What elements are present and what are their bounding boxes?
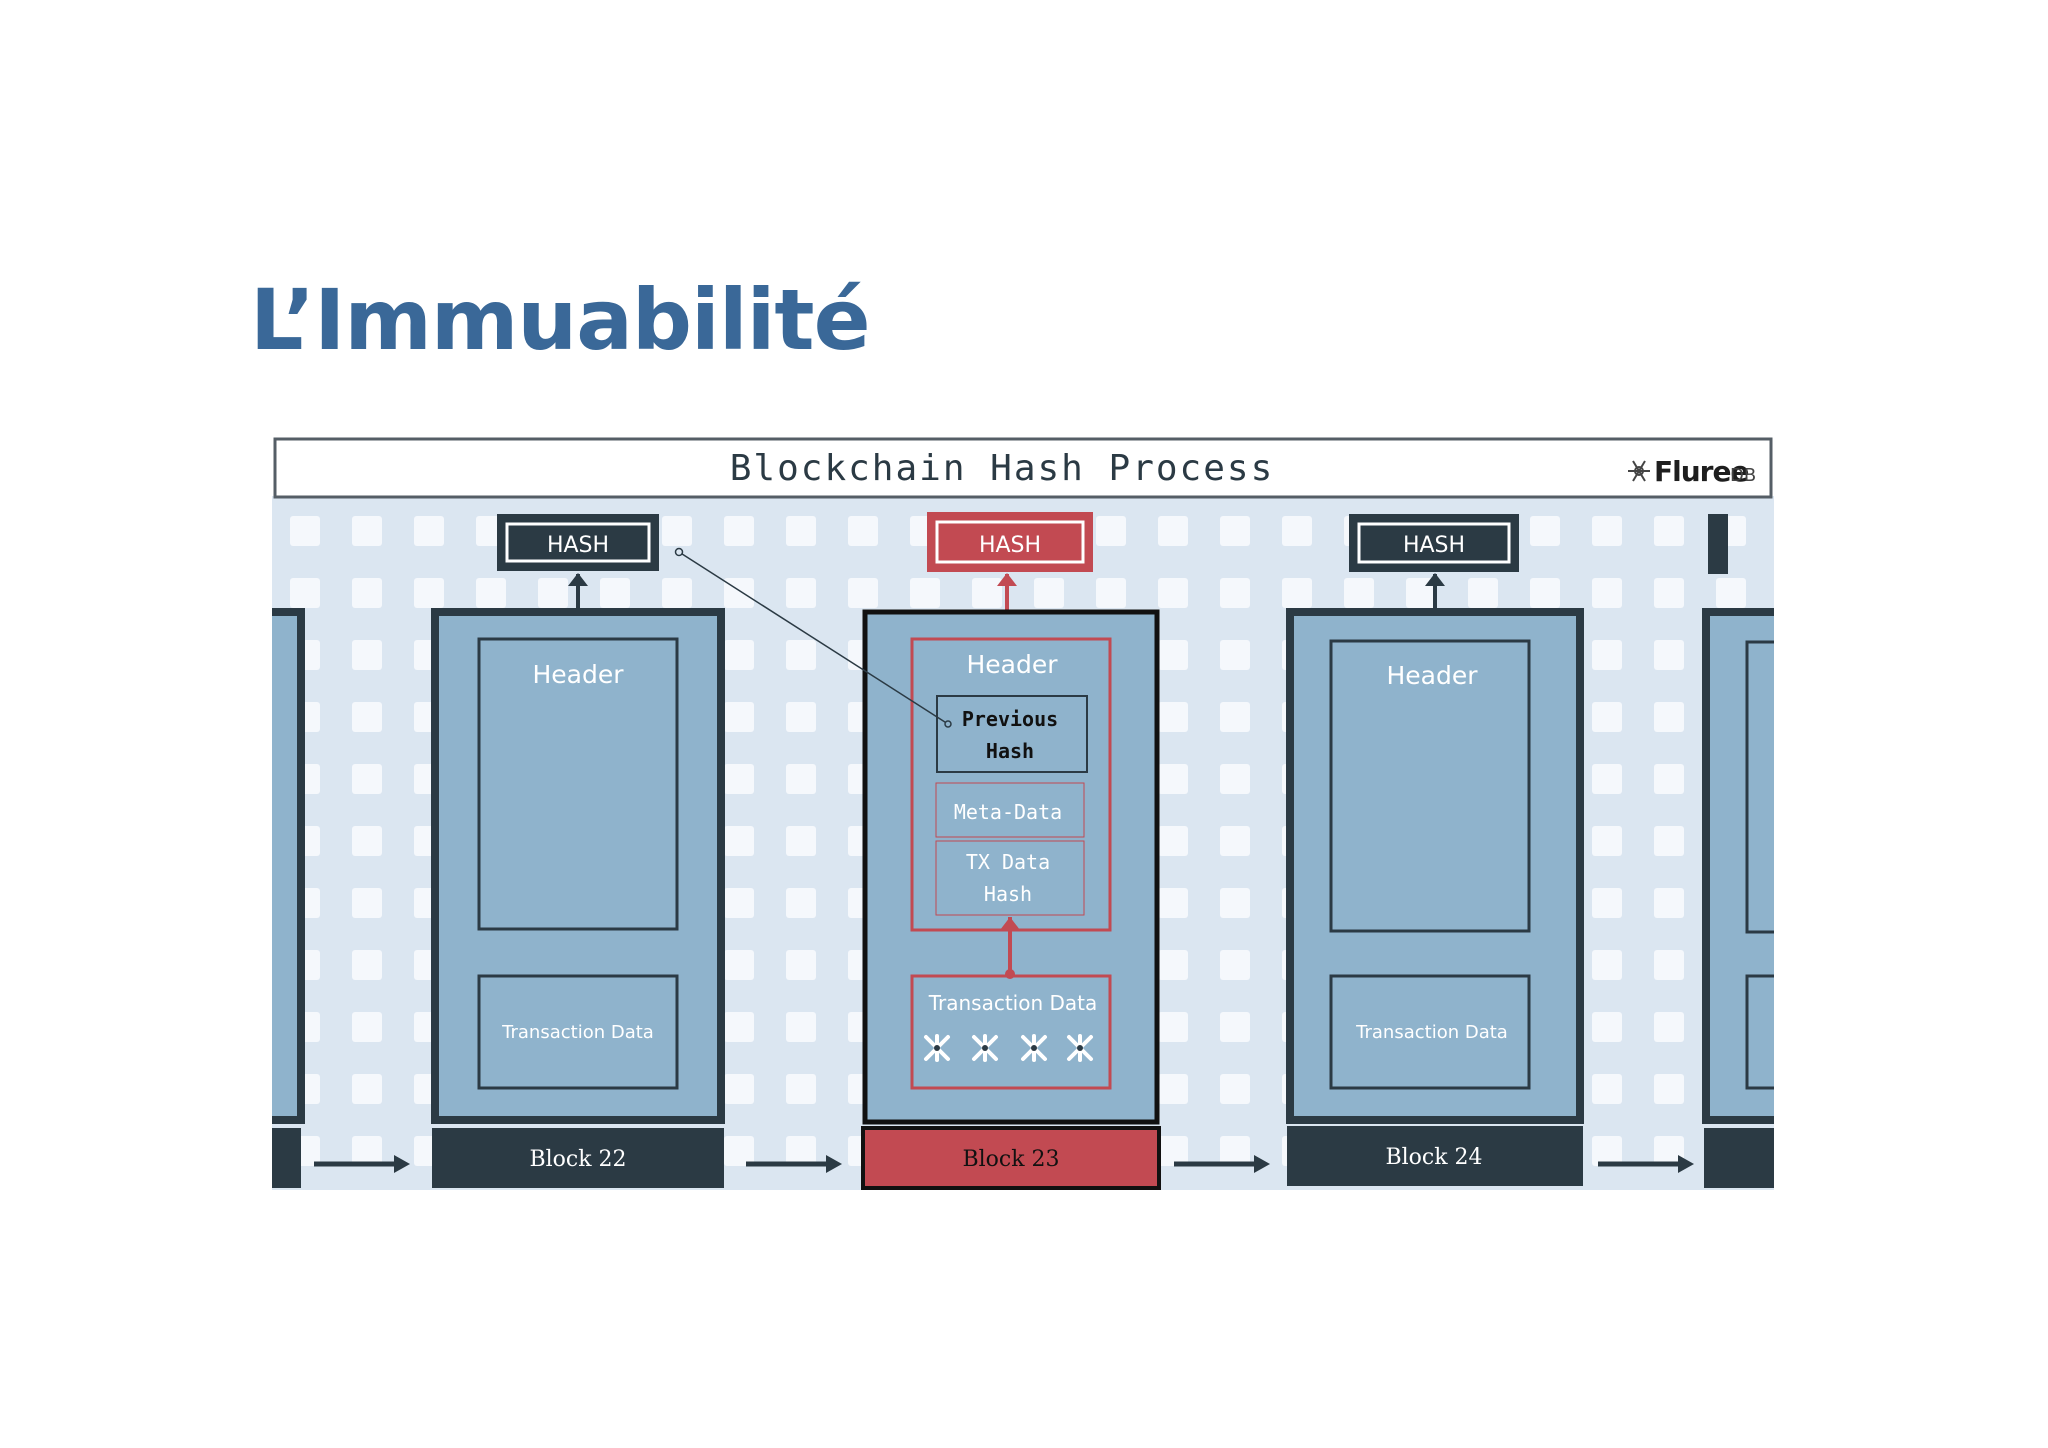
- block-22-header-box: [477, 637, 679, 931]
- block-24-label: Block 24: [1385, 1145, 1482, 1170]
- transaction-icons: [924, 1034, 1093, 1062]
- meta-data-box: Meta-Data: [935, 782, 1085, 838]
- logo-text: Fluree: [1654, 455, 1748, 488]
- block-22-header-label: Header: [532, 660, 624, 689]
- previous-hash-box: Previous Hash: [936, 695, 1088, 773]
- diagram-canvas: Blockchain Hash Process Fluree DB: [272, 437, 1774, 1190]
- block-23-label: Block 23: [962, 1147, 1059, 1172]
- block-24-footer: [1287, 1126, 1583, 1186]
- block-23-header-label: Header: [966, 650, 1058, 679]
- previous-hash-connector: [674, 547, 952, 728]
- block-22: HASH Header Transaction Data Block 22: [431, 514, 725, 1188]
- x-star-icon: [1021, 1034, 1047, 1062]
- tx-hash-line2: Hash: [984, 882, 1032, 906]
- previous-hash-line2: Hash: [986, 739, 1034, 763]
- block-23-hash-label: HASH: [979, 533, 1041, 558]
- tx-data-hash-box: TX Data Hash: [935, 840, 1085, 916]
- block-22-label: Block 22: [529, 1147, 626, 1172]
- x-star-icon: [1067, 1034, 1093, 1062]
- fluree-logo: Fluree DB: [1628, 455, 1756, 488]
- block-23-transaction-box: [910, 974, 1112, 1090]
- diagram-title-bar: [273, 437, 1773, 499]
- previous-hash-line1: Previous: [962, 707, 1058, 731]
- x-star-icon: [972, 1034, 998, 1062]
- block-22-hash-label: HASH: [547, 533, 609, 558]
- x-star-icon: [924, 1034, 950, 1062]
- block-22-transaction-box: [477, 974, 679, 1090]
- block-24-hash-label: HASH: [1403, 533, 1465, 558]
- partial-block-left: [272, 608, 305, 1188]
- logo-suffix: DB: [1730, 465, 1756, 486]
- block-24-header-box: [1329, 639, 1531, 933]
- meta-data-label: Meta-Data: [954, 800, 1062, 824]
- right-arrow-icon: [314, 1155, 410, 1173]
- right-arrow-icon: [1598, 1155, 1694, 1173]
- right-arrow-icon: [746, 1155, 842, 1173]
- tx-hash-line1: TX Data: [966, 850, 1050, 874]
- block-23: HASH Header Previous Hash Meta-Data TX D…: [861, 512, 1161, 1190]
- partial-block-right: [1702, 514, 1774, 1188]
- block-22-body: [431, 608, 725, 1124]
- block-23-transaction-label: Transaction Data: [928, 991, 1098, 1015]
- block-24-header-label: Header: [1386, 661, 1478, 690]
- block-22-footer: [432, 1128, 724, 1188]
- blockchain-diagram: Blockchain Hash Process Fluree DB: [272, 436, 1774, 1190]
- diagram-title: Blockchain Hash Process: [730, 448, 1275, 489]
- block-24-body: [1286, 608, 1584, 1124]
- slide-title: L’Immuabilité: [250, 271, 871, 369]
- block-24-transaction-box: [1329, 974, 1531, 1090]
- right-arrow-icon: [1174, 1155, 1270, 1173]
- fluree-logo-icon: [1628, 460, 1650, 482]
- block-23-footer: [861, 1126, 1161, 1190]
- block-24-transaction-label: Transaction Data: [1355, 1022, 1508, 1043]
- block-22-transaction-label: Transaction Data: [501, 1022, 654, 1043]
- block-24: HASH Header Transaction Data Block 24: [1286, 514, 1584, 1186]
